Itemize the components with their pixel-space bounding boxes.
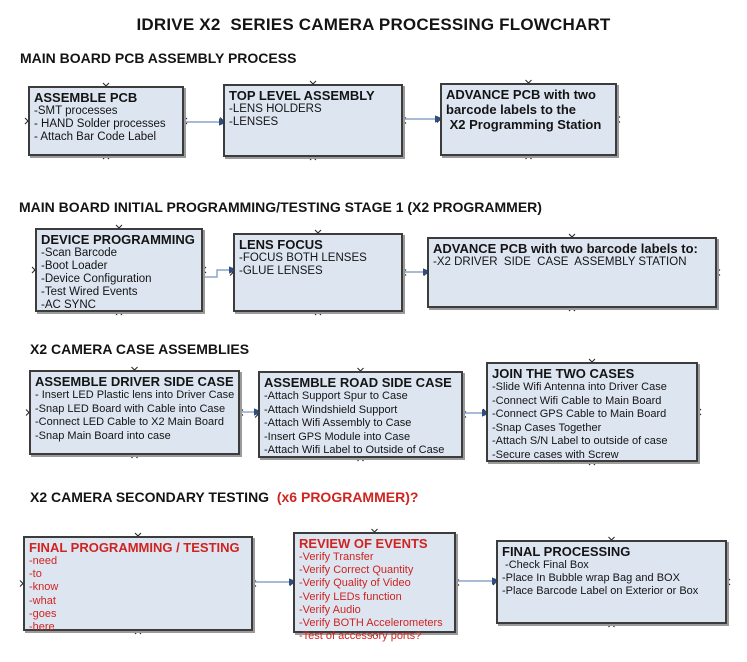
- box-item: -Check Final Box: [502, 559, 589, 571]
- box-item: -Scan Barcode: [41, 247, 118, 259]
- box-item: -Secure cases with Screw: [492, 448, 619, 461]
- box-title: ASSEMBLE ROAD SIDE CASE: [264, 375, 452, 390]
- box-title: FINAL PROGRAMMING / TESTING: [29, 540, 240, 555]
- process-box: ASSEMBLE PCB-SMT processes- HAND Solder …: [28, 86, 184, 156]
- box-item: -Attach Windshield Support: [264, 403, 398, 416]
- box-item: -X2 DRIVER SIDE CASE ASSEMBLY STATION: [433, 256, 687, 268]
- box-item: -Verify Audio: [299, 603, 361, 616]
- section-heading-suffix: (x6 PROGRAMMER)?: [272, 489, 419, 505]
- section-heading-text: MAIN BOARD INITIAL PROGRAMMING/TESTING S…: [19, 199, 542, 215]
- process-box: ADVANCE PCB with two barcode labels to t…: [440, 83, 617, 156]
- box-item: -LENSES: [229, 116, 279, 128]
- box-item: -Connect Wifi Cable to Main Board: [492, 394, 662, 407]
- box-item: -LENS HOLDERS: [229, 103, 322, 115]
- box-item: -Snap Cases Together: [492, 421, 602, 434]
- box-title: REVIEW OF EVENTS: [299, 536, 428, 551]
- box-item: - Insert LED Plastic lens into Driver Ca…: [35, 389, 235, 401]
- box-item: -Verify Transfer: [299, 551, 374, 563]
- process-box: FINAL PROGRAMMING / TESTING-need-to-know…: [23, 536, 253, 634]
- box-item: -Verify Correct Quantity: [299, 564, 414, 577]
- process-box: JOIN THE TWO CASES-Slide Wifi Antenna in…: [486, 362, 698, 462]
- box-item: -Insert GPS Module into Case: [264, 430, 411, 443]
- box-item: -Attach Support Spur to Case: [264, 390, 408, 402]
- box-item: -to: [29, 568, 42, 581]
- box-item: -Attach Wifi Assembly to Case: [264, 417, 412, 429]
- box-title: ASSEMBLE PCB: [34, 90, 138, 105]
- box-item: -Attach S/N Label to outside of case: [492, 435, 668, 447]
- process-box: ASSEMBLE DRIVER SIDE CASE- Insert LED Pl…: [29, 370, 240, 455]
- box-title: FINAL PROCESSING: [502, 544, 631, 559]
- process-box: LENS FOCUS-FOCUS BOTH LENSES-GLUE LENSES: [233, 233, 403, 312]
- box-item: -goes: [29, 607, 57, 620]
- box-item: -Test Wired Events: [41, 286, 138, 298]
- box-item: -SMT processes: [34, 105, 118, 117]
- section-heading-pcb-assembly: MAIN BOARD PCB ASSEMBLY PROCESS: [20, 50, 296, 66]
- connector-arrow: [456, 577, 501, 585]
- process-box: ADVANCE PCB with two barcode labels to:-…: [427, 237, 717, 308]
- connector-arrow: [404, 115, 444, 123]
- box-item: - HAND Solder processes: [34, 118, 166, 130]
- box-item: -Boot Loader: [41, 260, 108, 272]
- box-title: TOP LEVEL ASSEMBLY: [229, 88, 375, 103]
- box-item: -Snap Main Board into case: [35, 429, 171, 442]
- process-box: DEVICE PROGRAMMING-Scan Barcode-Boot Loa…: [35, 228, 203, 312]
- box-item: -Verify LEDs function: [299, 590, 402, 603]
- box-item: -need: [29, 555, 58, 567]
- section-heading-initial-programming: MAIN BOARD INITIAL PROGRAMMING/TESTING S…: [19, 199, 542, 215]
- box-item: -FOCUS BOTH LENSES: [239, 252, 367, 264]
- box-item: -Verify BOTH Accelerometers: [299, 617, 443, 630]
- connector-arrow: [184, 118, 228, 126]
- box-title: ASSEMBLE DRIVER SIDE CASE: [35, 374, 234, 389]
- section-heading-text: X2 CAMERA CASE ASSEMBLIES: [30, 341, 250, 357]
- box-item: -GLUE LENSES: [239, 265, 323, 277]
- process-box: FINAL PROCESSING -Check Final Box-Place …: [496, 540, 727, 624]
- box-item: -Test of accessory ports?: [299, 630, 422, 643]
- flowchart-title: IDRIVE X2 SERIES CAMERA PROCESSING FLOWC…: [136, 15, 611, 34]
- box-item: -Place Barcode Label on Exterior or Box: [502, 585, 699, 598]
- section-heading-text: MAIN BOARD PCB ASSEMBLY PROCESS: [20, 50, 297, 66]
- box-item: -Attach Wifi Label to Outside of Case: [264, 444, 445, 456]
- section-heading-secondary-testing: X2 CAMERA SECONDARY TESTING (x6 PROGRAMM…: [30, 489, 418, 505]
- box-title: ADVANCE PCB with two barcode labels to t…: [446, 87, 602, 132]
- section-heading-text: X2 CAMERA SECONDARY TESTING: [30, 489, 273, 505]
- box-item: - Attach Bar Code Label: [34, 131, 157, 143]
- box-title: DEVICE PROGRAMMING: [41, 232, 195, 247]
- box-item: -Snap LED Board with Cable into Case: [35, 402, 226, 415]
- box-title: JOIN THE TWO CASES: [492, 366, 635, 381]
- box-item: -Device Configuration: [41, 273, 152, 285]
- box-item: -Connect LED Cable to X2 Main Board: [35, 416, 224, 428]
- box-item: -here: [29, 621, 55, 634]
- box-title: LENS FOCUS: [239, 237, 323, 252]
- box-item: -know: [29, 581, 59, 594]
- box-item: -Slide Wifi Antenna into Driver Case: [492, 381, 667, 393]
- box-title: ADVANCE PCB with two barcode labels to:: [433, 241, 698, 256]
- process-box: TOP LEVEL ASSEMBLY-LENS HOLDERS-LENSES: [223, 84, 403, 157]
- box-item: -what: [29, 594, 56, 607]
- connector-arrow: [253, 578, 298, 586]
- process-box: REVIEW OF EVENTS-Verify Transfer-Verify …: [293, 532, 456, 642]
- process-box: ASSEMBLE ROAD SIDE CASE-Attach Support S…: [258, 371, 463, 458]
- box-item: -Connect GPS Cable to Main Board: [492, 408, 667, 420]
- box-item: -Place In Bubble wrap Bag and BOX: [502, 572, 680, 585]
- box-item: -AC SYNC: [41, 299, 96, 311]
- section-heading-case-assemblies: X2 CAMERA CASE ASSEMBLIES: [30, 341, 249, 357]
- box-item: -Verify Quality of Video: [299, 577, 411, 590]
